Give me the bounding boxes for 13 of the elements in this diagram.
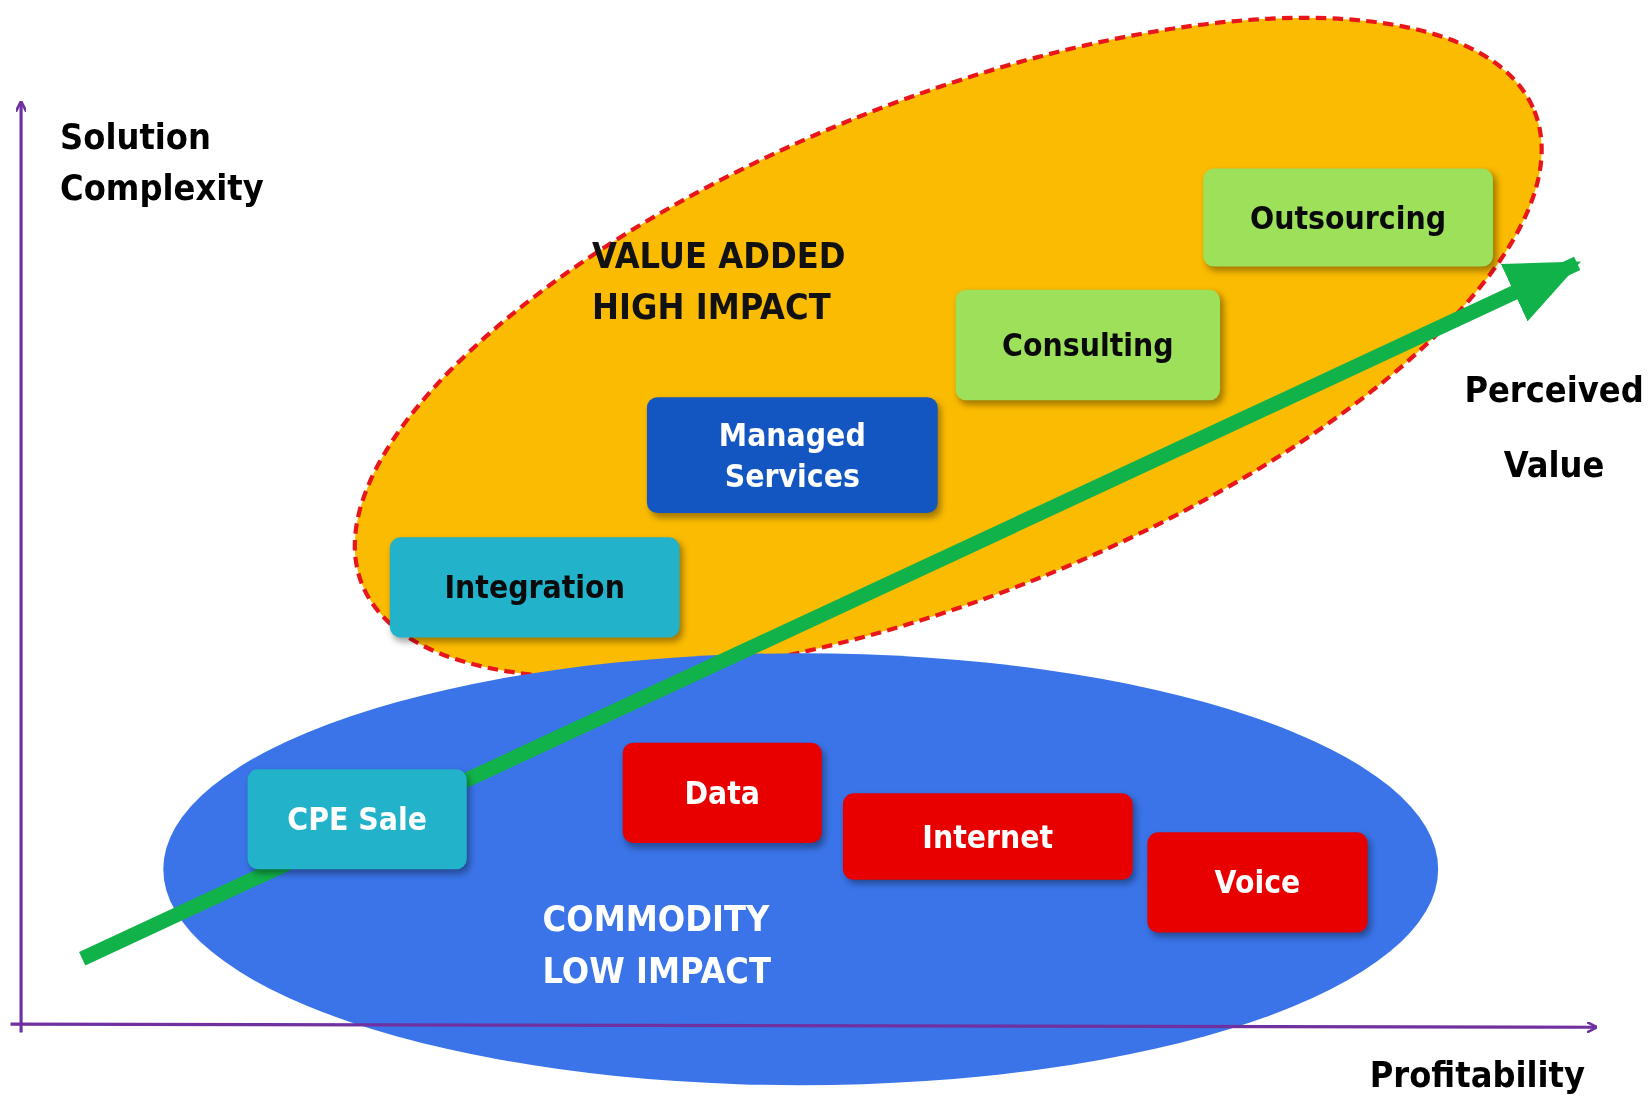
axis-label: Solution Complexity bbox=[60, 113, 265, 211]
category-box: Consulting bbox=[955, 289, 1221, 401]
axis-label: Perceived Value bbox=[1463, 367, 1645, 489]
category-box: Data bbox=[622, 742, 822, 843]
category-box: Voice bbox=[1147, 832, 1368, 933]
category-box: Internet bbox=[842, 793, 1133, 880]
category-box: CPE Sale bbox=[247, 769, 467, 870]
region-label: COMMODITY LOW IMPACT bbox=[542, 896, 772, 994]
category-box: Integration bbox=[389, 537, 680, 638]
category-box: Outsourcing bbox=[1203, 168, 1493, 267]
axis-label: Profitability bbox=[1369, 1052, 1586, 1097]
category-box: Managed Services bbox=[646, 397, 938, 514]
region-label: VALUE ADDED HIGH IMPACT bbox=[592, 232, 847, 330]
